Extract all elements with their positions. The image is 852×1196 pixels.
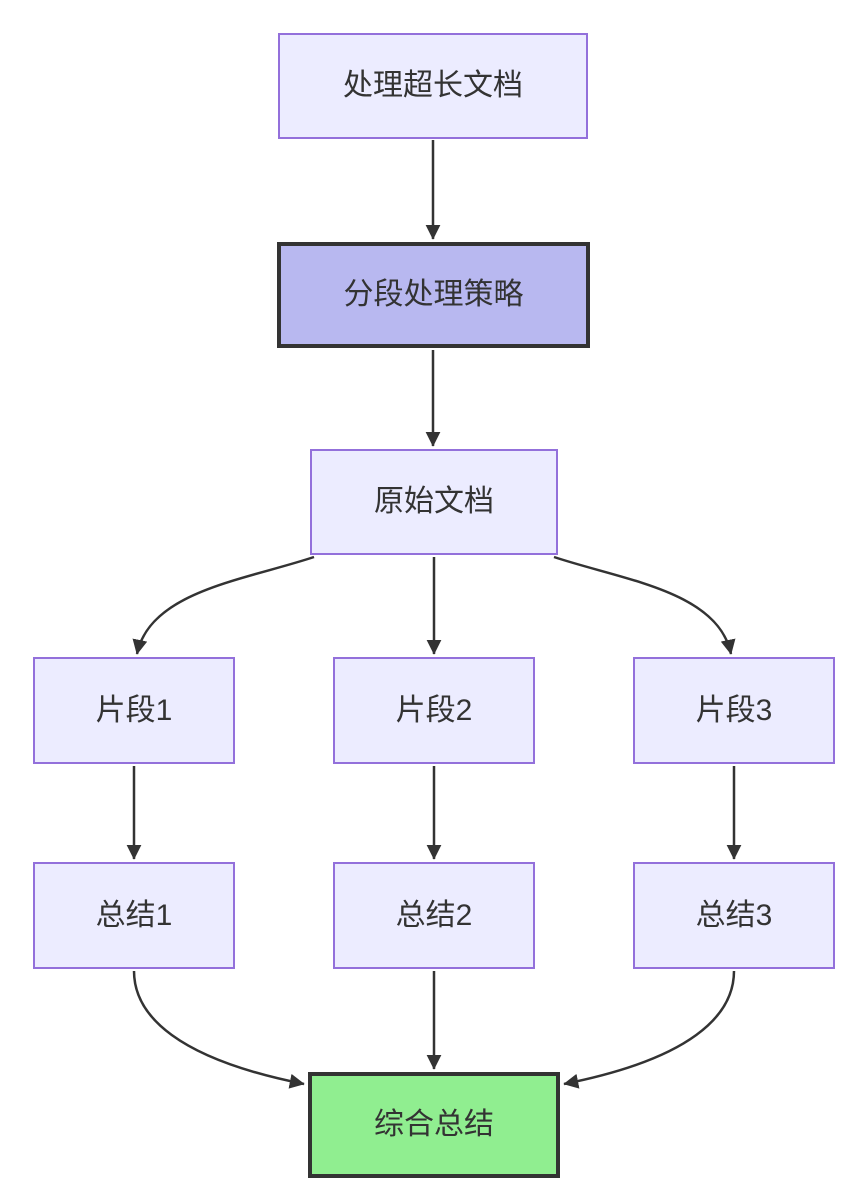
- edge-summary3-to-combined: [563, 970, 736, 1089]
- node-label: 片段1: [95, 693, 173, 727]
- node-fragment-2: 片段2: [333, 657, 535, 764]
- node-label: 总结2: [395, 898, 473, 932]
- node-summary-1: 总结1: [33, 862, 235, 969]
- node-fragment-3: 片段3: [633, 657, 835, 764]
- node-label: 分段处理策略: [343, 278, 524, 311]
- node-label: 原始文档: [374, 485, 494, 518]
- edge-original-to-fragment3: [553, 555, 736, 655]
- edge-summary1-to-combined: [132, 970, 305, 1089]
- node-process-long-doc: 处理超长文档: [278, 33, 588, 139]
- edge-original-to-fragment1: [132, 555, 315, 655]
- node-label: 片段3: [695, 693, 773, 727]
- node-label: 综合总结: [374, 1108, 494, 1141]
- node-fragment-1: 片段1: [33, 657, 235, 764]
- node-label: 总结3: [695, 898, 773, 932]
- node-segmentation-strategy: 分段处理策略: [277, 242, 590, 348]
- node-summary-3: 总结3: [633, 862, 835, 969]
- node-label: 处理超长文档: [343, 69, 523, 102]
- node-summary-2: 总结2: [333, 862, 535, 969]
- node-original-doc: 原始文档: [310, 449, 558, 555]
- node-label: 总结1: [95, 898, 173, 932]
- node-combined-summary: 综合总结: [308, 1072, 560, 1178]
- node-label: 片段2: [395, 693, 473, 727]
